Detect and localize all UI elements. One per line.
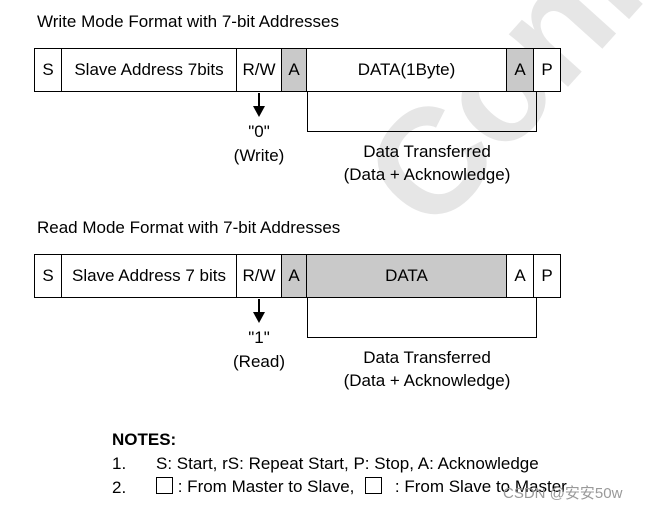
csdn-credit: CSDN @安安50w (503, 485, 623, 502)
read-rw-arrow-head (253, 312, 265, 323)
notes-title: NOTES: (112, 430, 177, 449)
note-2-master-to-slave: : From Master to Slave, (177, 477, 355, 496)
write-start-cell: S (34, 48, 62, 92)
write-stop-cell: P (533, 48, 561, 92)
write-rw-cell: R/W (236, 48, 282, 92)
white-square-icon (156, 477, 173, 494)
read-data-ack-cell: A (505, 254, 535, 298)
read-rw-value: "1" (248, 328, 270, 347)
note-2-number: 2. (112, 478, 127, 497)
write-rw-value: "0" (248, 122, 270, 141)
write-frame: S Slave Address 7bits R/W A DATA(1Byte) … (34, 48, 561, 92)
write-rw-arrow-head (253, 106, 265, 117)
write-transfer-bracket (307, 92, 537, 132)
note-2-slave-to-master: : From Slave to Master (394, 477, 567, 496)
read-ack-cell: A (280, 254, 308, 298)
read-frame: S Slave Address 7 bits R/W A DATA A P (34, 254, 561, 298)
note-1-number: 1. (112, 454, 127, 473)
read-data-cell: DATA (306, 254, 507, 298)
read-rw-cell: R/W (236, 254, 282, 298)
note-2-text: : From Master to Slave, : From Slave to … (156, 477, 567, 497)
read-rw-meaning: (Read) (233, 352, 285, 371)
read-transfer-sublabel: (Data + Acknowledge) (343, 371, 511, 390)
read-mode-title: Read Mode Format with 7-bit Addresses (37, 218, 341, 237)
read-address-cell: Slave Address 7 bits (60, 254, 238, 298)
note-1-text: S: Start, rS: Repeat Start, P: Stop, A: … (156, 454, 539, 473)
read-transfer-bracket (307, 298, 537, 338)
read-transfer-label: Data Transferred (363, 348, 491, 367)
read-start-cell: S (34, 254, 62, 298)
write-transfer-label: Data Transferred (363, 142, 491, 161)
write-mode-title: Write Mode Format with 7-bit Addresses (37, 12, 340, 31)
write-address-cell: Slave Address 7bits (60, 48, 238, 92)
write-rw-arrow-line (258, 93, 260, 107)
write-rw-meaning: (Write) (233, 146, 285, 165)
read-stop-cell: P (533, 254, 561, 298)
read-rw-arrow-line (258, 299, 260, 313)
write-transfer-sublabel: (Data + Acknowledge) (343, 165, 511, 184)
write-ack-cell: A (280, 48, 308, 92)
white-square-icon (365, 477, 383, 494)
write-data-ack-cell: A (505, 48, 535, 92)
write-data-cell: DATA(1Byte) (306, 48, 507, 92)
